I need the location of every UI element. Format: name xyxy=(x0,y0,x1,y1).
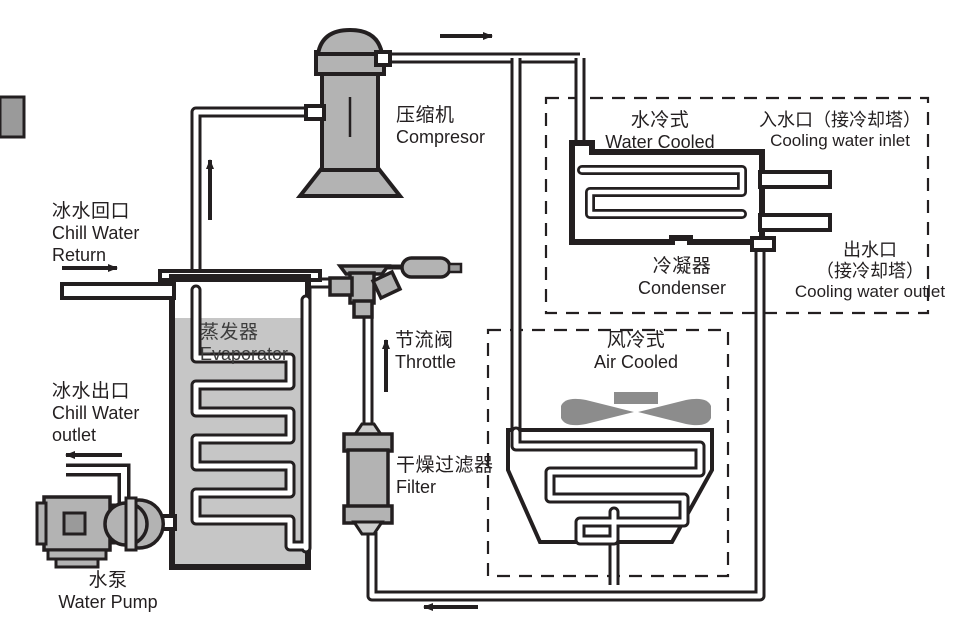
label-water-pump: 水泵 Water Pump xyxy=(38,570,178,614)
water-pump xyxy=(35,495,166,569)
label-filter: 干燥过滤器 Filter xyxy=(396,455,494,499)
flow-arrows xyxy=(62,32,493,611)
compressor-suction-port xyxy=(304,104,326,121)
label-evaporator-cn: 蒸发器 xyxy=(200,322,259,343)
label-evaporator-en: Evaporator xyxy=(200,344,289,365)
label-cooling-water-inlet: 入水口（接冷却塔） Cooling water inlet xyxy=(742,110,938,151)
label-chill-water-outlet-en2: outlet xyxy=(52,424,97,445)
label-filter-en: Filter xyxy=(396,477,436,498)
label-compressor-cn: 压缩机 xyxy=(396,105,455,126)
evaporator-coil xyxy=(190,284,312,554)
label-cooling-water-outlet-en: Cooling water outlet xyxy=(794,282,946,302)
label-cooling-water-inlet-en: Cooling water inlet xyxy=(770,131,910,151)
label-compressor-en: Compresor xyxy=(396,127,486,148)
label-chill-water-return-cn: 冰水回口 xyxy=(52,201,131,222)
label-condenser-en: Condenser xyxy=(637,278,727,299)
air-cooled-condenser xyxy=(506,392,714,546)
water-cooled-boundary xyxy=(544,96,930,315)
label-air-cooled-cn: 风冷式 xyxy=(606,330,666,351)
label-condenser-cn: 冷凝器 xyxy=(652,256,712,277)
fan-hub xyxy=(614,392,658,404)
label-chill-water-outlet-en1: Chill Water xyxy=(52,403,140,424)
label-chill-water-outlet-cn: 冰水出口 xyxy=(52,381,131,402)
label-water-cooled: 水冷式 Water Cooled xyxy=(590,110,730,154)
label-chill-water-return-en2: Return xyxy=(52,244,107,265)
label-chill-water-return-en1: Chill Water xyxy=(52,223,140,244)
label-throttle-en: Throttle xyxy=(395,352,457,373)
water-cooled-condenser xyxy=(569,140,832,252)
label-throttle: 节流阀 Throttle xyxy=(395,330,456,374)
label-throttle-cn: 节流阀 xyxy=(395,330,454,351)
label-cooling-water-inlet-cn: 入水口（接冷却塔） xyxy=(759,110,921,130)
compressor xyxy=(0,27,405,198)
fan-blade-right xyxy=(638,398,711,426)
label-cooling-water-outlet-cn1: 出水口 xyxy=(843,240,897,260)
label-water-cooled-en: Water Cooled xyxy=(605,132,715,153)
compressor-discharge-port xyxy=(374,50,392,67)
label-water-cooled-cn: 水冷式 xyxy=(630,110,690,131)
label-compressor: 压缩机 Compresor xyxy=(396,105,485,149)
label-water-pump-en: Water Pump xyxy=(58,592,158,613)
fan-blade-left xyxy=(561,398,634,426)
filter-drier xyxy=(342,422,394,536)
label-chill-water-outlet: 冰水出口 Chill Water outlet xyxy=(52,381,139,446)
label-air-cooled-en: Air Cooled xyxy=(593,352,679,373)
label-filter-cn: 干燥过滤器 xyxy=(396,455,494,476)
air-cooled-boundary xyxy=(486,328,730,578)
refrigerant-piping xyxy=(190,52,766,602)
label-chill-water-return: 冰水回口 Chill Water Return xyxy=(52,201,139,266)
chill-water-outlet-pipe xyxy=(66,463,131,512)
label-water-pump-cn: 水泵 xyxy=(88,570,128,591)
chill-water-return-pipe xyxy=(60,282,176,300)
label-condenser: 冷凝器 Condenser xyxy=(612,256,752,300)
label-cooling-water-outlet-cn2: （接冷却塔） xyxy=(816,261,924,282)
label-cooling-water-outlet: 出水口 （接冷却塔） Cooling water outlet xyxy=(784,240,956,303)
label-evaporator: 蒸发器 Evaporator xyxy=(200,322,288,366)
label-air-cooled: 风冷式 Air Cooled xyxy=(566,330,706,374)
throttle-valve xyxy=(328,256,463,319)
